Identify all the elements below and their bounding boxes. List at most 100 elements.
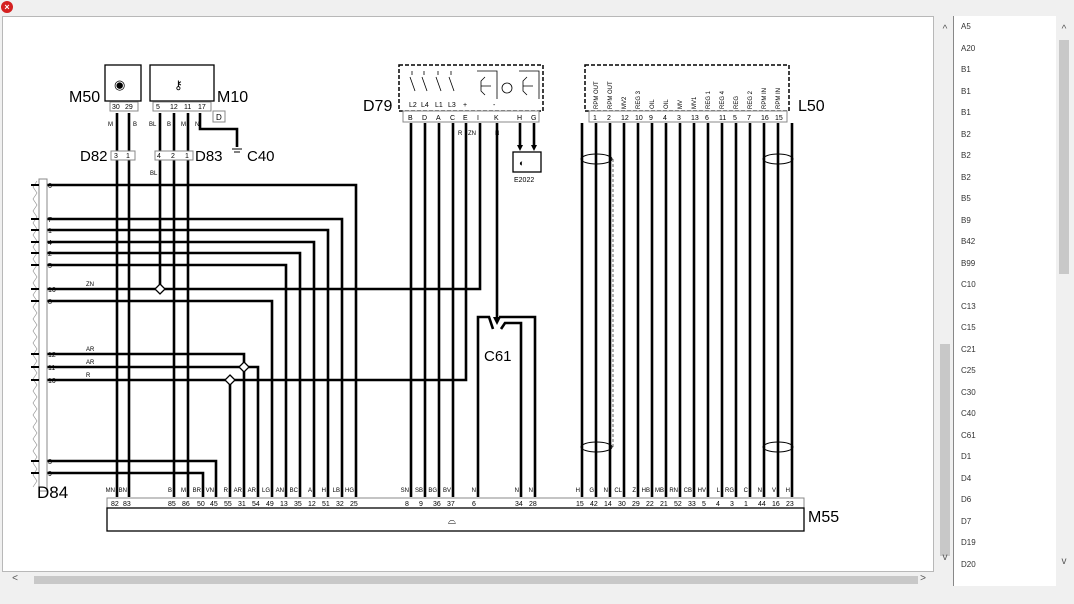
list-item[interactable]: B1 (961, 65, 971, 74)
l50-pin: 12 (621, 115, 629, 122)
m55-pin: 44 (758, 501, 766, 508)
d79-pin: G (531, 115, 536, 122)
wire-color-label: M (108, 122, 113, 128)
list-item[interactable]: A20 (961, 43, 976, 53)
d82-pin: 3 (114, 153, 118, 160)
d79-switch-label: L4 (421, 102, 429, 109)
wire-color-label: BV (443, 488, 451, 494)
wire-color-label: R (86, 373, 91, 379)
sensor-icon: ⚷ (174, 78, 183, 92)
wire-color-label: N (515, 488, 519, 494)
wire-color-label: A (308, 488, 312, 494)
list-item[interactable]: D6 (961, 495, 972, 504)
d79-switch-label: + (463, 102, 467, 109)
wire-color-label: N (604, 488, 608, 494)
list-item[interactable]: B5 (961, 194, 971, 203)
m55-pin: 3 (730, 501, 734, 508)
wire-color-label: SB (415, 488, 423, 494)
list-item[interactable]: A5 (961, 22, 971, 31)
wire-color-label: LB (333, 488, 340, 494)
m55-pin: 23 (786, 501, 794, 508)
wire-color-label: AR (248, 488, 257, 494)
m55-label: M55 (808, 509, 839, 526)
wire-color-label: BC (290, 488, 299, 494)
m55-pin: 82 (111, 501, 119, 508)
scroll-up-icon[interactable]: ^ (942, 24, 948, 35)
l50-pin: 16 (761, 115, 769, 122)
list-item[interactable]: C40 (961, 409, 976, 418)
list-scroll-down-icon[interactable]: v (1061, 556, 1067, 567)
l50-function-label: RPM OUT (608, 81, 614, 109)
switch-icon (435, 76, 442, 92)
l50-label: L50 (798, 98, 825, 115)
m55-box (106, 507, 805, 532)
d84-pin: 12 (48, 352, 56, 359)
list-item[interactable]: D20 (961, 559, 976, 569)
wire-color-label: B (168, 488, 172, 494)
wire-color-label: MB (655, 488, 664, 494)
vertical-scroll-thumb[interactable] (940, 344, 950, 556)
list-scrollbar[interactable]: ^ v (1056, 16, 1072, 586)
m55-pin: 16 (772, 501, 780, 508)
list-item[interactable]: C61 (961, 430, 976, 440)
list-item[interactable]: D7 (961, 516, 972, 526)
horizontal-scroll-thumb[interactable] (34, 576, 918, 584)
list-item[interactable]: B42 (961, 237, 976, 246)
m55-pin: 5 (702, 501, 706, 508)
wire-color-label: M (181, 122, 186, 128)
m55-pin: 8 (405, 501, 409, 508)
l50-pin: 15 (775, 115, 783, 122)
wire-color-label: C (744, 488, 749, 494)
d82-pinbox (110, 150, 136, 161)
d84-pin: 16 (48, 287, 56, 294)
d84-pin: 7 (48, 217, 52, 224)
list-item[interactable]: B2 (961, 151, 971, 160)
list-scroll-thumb[interactable] (1059, 40, 1069, 274)
scroll-down-icon[interactable]: v (942, 552, 948, 563)
l50-function-label: RPM IN (776, 88, 782, 109)
d79-switch-label: - (493, 102, 496, 109)
m55-pin: 45 (210, 501, 218, 508)
wire-color-label: BL (150, 171, 158, 177)
vertical-scrollbar[interactable]: ^ v (936, 16, 953, 572)
list-item[interactable]: D1 (961, 452, 972, 461)
list-item[interactable]: C15 (961, 323, 976, 332)
scroll-right-icon[interactable]: > (920, 573, 926, 584)
list-item[interactable]: C13 (961, 301, 976, 311)
m55-pin: 32 (336, 501, 344, 508)
d84-connector (38, 178, 48, 492)
m10-pin: 17 (198, 104, 206, 111)
wire-color-label: ZN (468, 131, 476, 137)
wire-color-label: L (717, 488, 721, 494)
list-item[interactable]: B1 (961, 86, 971, 96)
d83-pin: 4 (157, 153, 161, 160)
scroll-left-icon[interactable]: < (12, 573, 18, 584)
list-item[interactable]: C21 (961, 344, 976, 354)
wire-color-label: N (472, 488, 476, 494)
list-scroll-up-icon[interactable]: ^ (1061, 24, 1067, 35)
list-item[interactable]: D4 (961, 473, 972, 483)
list-item[interactable]: B9 (961, 215, 971, 225)
d84-pin: 6 (48, 183, 52, 190)
m10-pin: 5 (156, 104, 160, 111)
close-icon[interactable]: × (1, 1, 13, 13)
d79-pinbox (402, 110, 540, 123)
wire (47, 459, 218, 497)
d79-switch-label: L2 (409, 102, 417, 109)
c61-label: C61 (484, 348, 512, 365)
list-item[interactable]: B99 (961, 258, 976, 268)
horizontal-scrollbar[interactable]: < > (2, 572, 934, 587)
d79-label: D79 (363, 98, 392, 115)
list-item[interactable]: C30 (961, 387, 976, 397)
l50-function-label: REG 2 (748, 90, 754, 109)
wire-color-label: AR (234, 488, 243, 494)
m10-pinbox (152, 101, 212, 112)
list-item[interactable]: D19 (961, 538, 976, 547)
shield-ellipse (580, 441, 613, 453)
list-item[interactable]: B1 (961, 108, 971, 117)
list-item[interactable]: C25 (961, 366, 976, 375)
list-item[interactable]: B2 (961, 172, 971, 182)
list-item[interactable]: C10 (961, 280, 976, 289)
list-item[interactable]: B2 (961, 129, 971, 139)
